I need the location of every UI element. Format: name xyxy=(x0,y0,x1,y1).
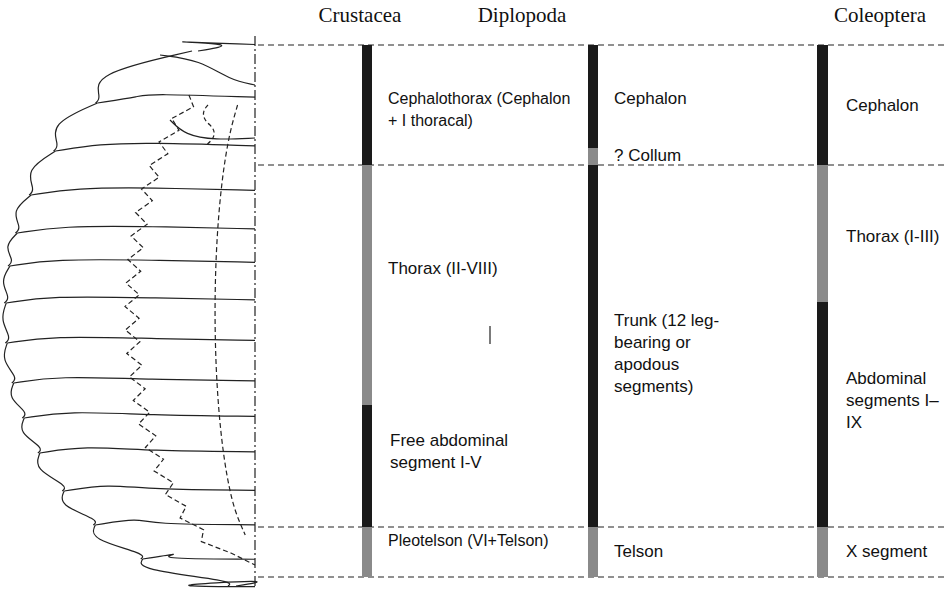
segment-label: Abdominal segments I–IX xyxy=(846,368,944,434)
segment-label: Cephalothorax (Cephalon + I thoracal) xyxy=(388,88,584,132)
coleoptera-bar xyxy=(817,45,828,577)
segment-label: X segment xyxy=(846,541,944,563)
midline xyxy=(254,36,255,588)
crustacea-bar xyxy=(362,45,372,577)
segment-label: Pleotelson (VI+Telson) xyxy=(388,530,578,552)
segment-label: Cephalon xyxy=(614,88,764,110)
segment-label: Trunk (12 leg-bearing or apodous segment… xyxy=(614,310,754,398)
stray-tick xyxy=(489,326,490,344)
animal-outline xyxy=(3,42,257,587)
segment-label: Telson xyxy=(614,541,764,563)
diplopoda-bar xyxy=(588,45,598,577)
segment-label: Cephalon xyxy=(846,95,944,117)
dashed-dividers xyxy=(258,45,945,577)
segment-label: Free abdominal segment I-V xyxy=(390,430,570,474)
segment-label: Thorax (I-III) xyxy=(846,226,944,248)
column-header: Diplopoda xyxy=(452,4,592,26)
column-header: Crustacea xyxy=(290,4,430,26)
segment-label: ? Collum xyxy=(614,145,764,167)
segment-label: Thorax (II-VIII) xyxy=(388,258,538,280)
column-header: Coleoptera xyxy=(815,4,945,26)
